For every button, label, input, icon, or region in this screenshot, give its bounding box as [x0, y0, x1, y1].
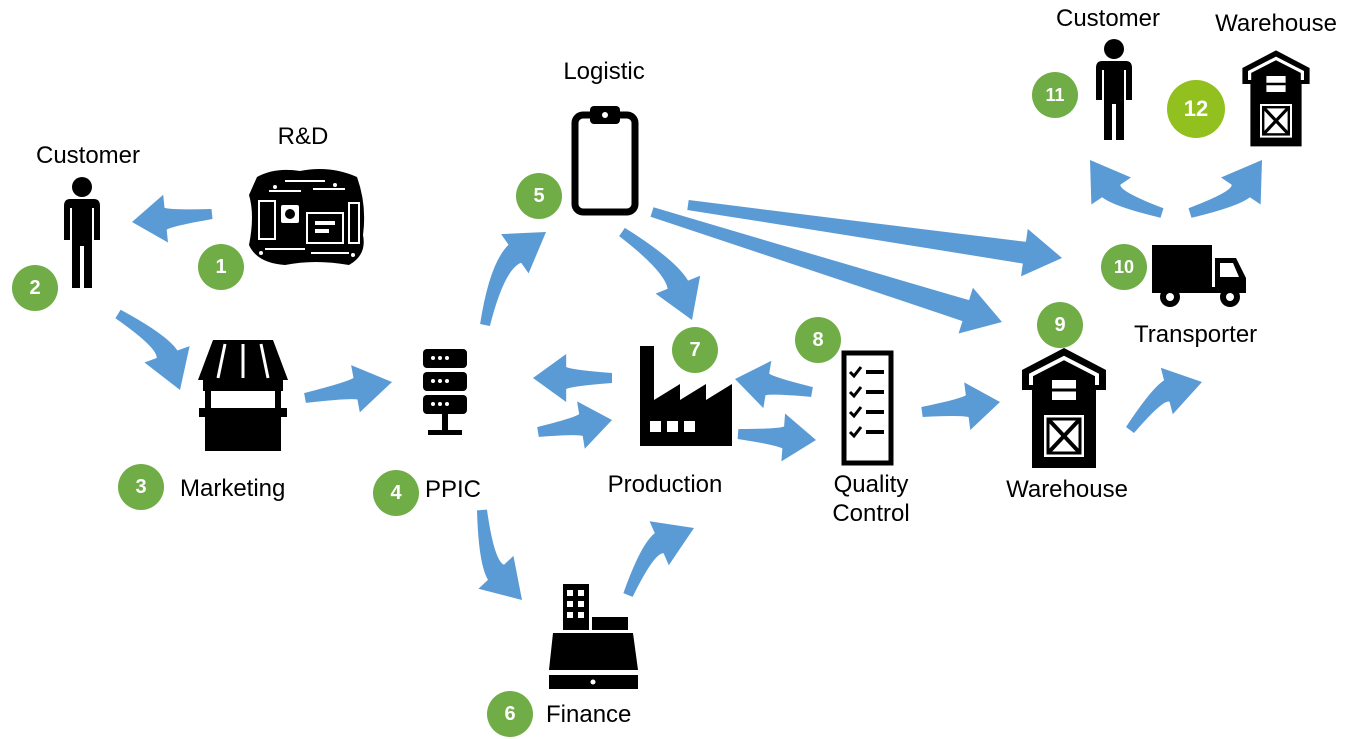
step-badge-3: 3: [118, 464, 164, 510]
flow-arrow-logistic-to-transporter: [687, 200, 1062, 277]
flow-arrow-production-to-quality-control: [737, 413, 816, 462]
flow-arrow-production-to-ppic: [533, 354, 612, 402]
step-badge-12: 12: [1167, 80, 1225, 138]
barn-icon: [1242, 50, 1310, 147]
step-badge-2: 2: [12, 265, 58, 311]
flow-arrow-warehouse-to-transporter: [1126, 367, 1202, 434]
barn-icon: [1022, 348, 1106, 468]
flow-arrow-quality-control-to-warehouse: [921, 382, 1000, 431]
step-badge-10: 10: [1101, 244, 1147, 290]
step-badge-8: 8: [795, 317, 841, 363]
flow-arrow-ppic-to-production: [537, 401, 612, 449]
factory-icon: [640, 346, 732, 446]
truck-icon: [1152, 245, 1246, 307]
step-badge-9: 9: [1037, 302, 1083, 348]
step-badge-6: 6: [487, 691, 533, 737]
customer-end-label: Customer: [1055, 5, 1161, 32]
shop-stall-icon: [198, 340, 288, 451]
flow-arrow-marketing-to-ppic: [304, 365, 392, 413]
warehouse-label: Warehouse: [1006, 476, 1128, 503]
finance-label: Finance: [546, 701, 632, 728]
server-icon: [423, 349, 467, 435]
marketing-label: Marketing: [180, 475, 286, 502]
quality-control-label: Quality Control: [832, 471, 910, 527]
flow-arrow-logistic-to-production: [619, 227, 701, 320]
cash-register-icon: [549, 584, 638, 689]
flow-arrow-ppic-to-finance: [477, 509, 522, 600]
flow-arrow-rnd-to-customer-start: [132, 194, 213, 243]
warehouse-end-label: Warehouse: [1215, 10, 1337, 37]
flow-arrow-transporter-to-customer-end: [1090, 160, 1164, 218]
step-badge-5: 5: [516, 173, 562, 219]
person-icon: [1096, 39, 1132, 140]
clipboard-icon: [571, 106, 639, 216]
production-label: Production: [607, 471, 723, 498]
flow-arrow-finance-to-production: [623, 521, 694, 597]
step-badge-4: 4: [373, 470, 419, 516]
checklist-icon: [841, 350, 894, 466]
circuit-board-icon: [249, 169, 365, 265]
logistic-label: Logistic: [563, 58, 645, 85]
step-badge-7: 7: [672, 327, 718, 373]
flow-arrow-ppic-to-logistic: [480, 232, 546, 326]
step-badge-1: 1: [198, 244, 244, 290]
customer-start-label: Customer: [35, 142, 141, 169]
person-icon: [64, 177, 100, 288]
flow-arrow-quality-control-to-production: [735, 360, 813, 409]
flow-arrow-transporter-to-warehouse-end: [1188, 160, 1262, 218]
step-badge-11: 11: [1032, 72, 1078, 118]
flow-arrows: [115, 160, 1262, 600]
ppic-label: PPIC: [425, 476, 482, 503]
rnd-label: R&D: [277, 123, 329, 150]
flow-arrow-logistic-to-warehouse: [650, 207, 1002, 334]
flow-arrow-customer-start-to-marketing: [115, 309, 190, 390]
transporter-label: Transporter: [1134, 321, 1258, 348]
